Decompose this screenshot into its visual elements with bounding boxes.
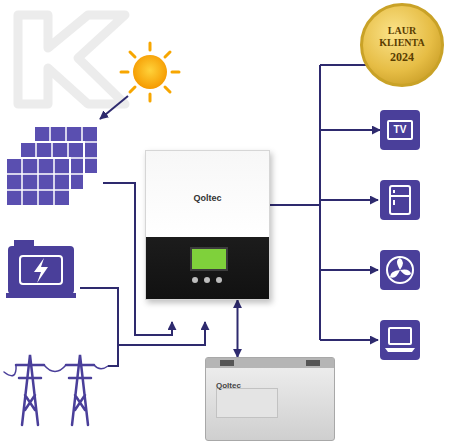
battery-terminal [220, 360, 234, 366]
laptop-icon [380, 320, 420, 360]
brand-name: Qoltec [216, 381, 241, 391]
control-button [204, 277, 210, 283]
battery-terminal [306, 360, 320, 366]
control-button [216, 277, 222, 283]
award-medal: LAUR KLIENTA 2024 [360, 3, 444, 87]
brand-name: Qoltec [193, 193, 221, 204]
hybrid-inverter: Qoltec [145, 150, 270, 300]
generator-icon [6, 240, 76, 298]
battery: Qoltec [205, 357, 335, 441]
award-title: LAUR KLIENTA [369, 25, 435, 48]
tv-icon: TV [380, 110, 420, 150]
sunlight-arrow [100, 96, 128, 119]
power-connector [270, 130, 380, 205]
power-grid-icon [4, 355, 108, 425]
watermark-logo [18, 15, 125, 104]
fridge-icon [380, 180, 420, 220]
power-connector [237, 300, 239, 357]
award-year: 2024 [390, 50, 414, 64]
sun-icon [121, 43, 179, 101]
fan-icon [380, 250, 420, 290]
control-button [192, 277, 198, 283]
lcd-screen [190, 247, 228, 271]
output-bus [320, 65, 378, 340]
solar-panels [6, 126, 98, 206]
battery-sticker [216, 388, 278, 418]
appliance-label: TV [387, 120, 414, 140]
